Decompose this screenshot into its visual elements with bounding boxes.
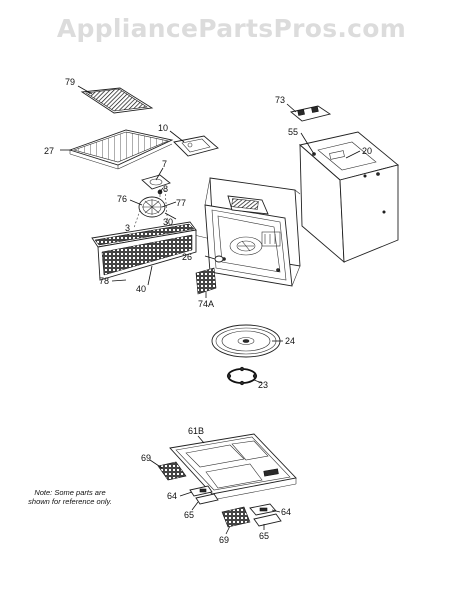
label-26: 26 [182, 252, 192, 262]
label-55: 55 [288, 127, 298, 137]
label-64-right: 64 [281, 507, 291, 517]
part-69-filter-left [157, 461, 187, 481]
label-76: 76 [117, 194, 127, 204]
part-73-vent-plate [289, 105, 332, 122]
label-30: 30 [163, 217, 173, 227]
label-78: 78 [99, 276, 109, 286]
leader-lines [60, 85, 361, 535]
label-24: 24 [285, 336, 295, 346]
part-labels: 79 27 10 7 8 76 77 30 3 26 78 40 74A 73 … [44, 77, 372, 545]
label-3: 3 [125, 223, 130, 233]
label-69-right: 69 [219, 535, 229, 545]
part-24-turntable-tray [211, 324, 281, 358]
label-7: 7 [162, 159, 167, 169]
part-61B-bottom-plate [169, 433, 297, 501]
reference-note: Note: Some parts are shown for reference… [28, 488, 112, 506]
part-79-charcoal-filter [80, 87, 154, 114]
label-27: 27 [44, 146, 54, 156]
part-30-fan-assembly [138, 196, 166, 218]
watermark-text: AppliancePartsPros.com [56, 14, 407, 43]
main-oven-cavity [204, 177, 301, 287]
label-20: 20 [362, 146, 372, 156]
label-74A: 74A [198, 299, 214, 309]
label-65-left: 65 [184, 510, 194, 520]
label-8: 8 [163, 184, 168, 194]
part-27-grease-filter [68, 129, 174, 170]
label-77: 77 [176, 198, 186, 208]
label-73: 73 [275, 95, 285, 105]
label-69-left: 69 [141, 453, 151, 463]
part-64-65-right [249, 503, 282, 527]
part-40-vent-grille [91, 221, 197, 281]
label-64-left: 64 [167, 491, 177, 501]
part-10-waveguide-cover [173, 135, 219, 157]
part-20-outer-cabinet [299, 131, 399, 264]
label-61B: 61B [188, 426, 204, 436]
label-10: 10 [158, 123, 168, 133]
label-65-right: 65 [259, 531, 269, 541]
label-23: 23 [258, 380, 268, 390]
label-40: 40 [136, 284, 146, 294]
part-26-clip [214, 255, 224, 263]
part-69-filter-right [221, 506, 251, 528]
part-64-65-left [189, 485, 219, 505]
label-79: 79 [65, 77, 75, 87]
part-23-roller-ring [226, 366, 258, 386]
part-74A-grille [195, 267, 217, 295]
